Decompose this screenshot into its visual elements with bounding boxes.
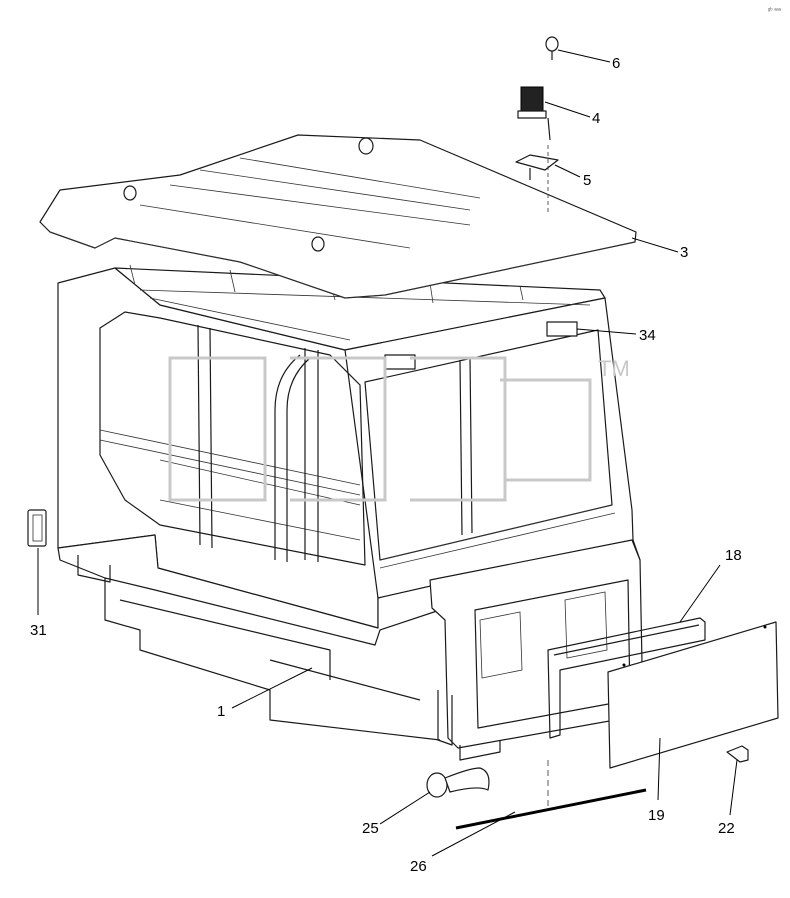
callout-22: 22 <box>718 820 735 837</box>
callout-34: 34 <box>639 327 656 344</box>
callout-4: 4 <box>592 110 600 127</box>
watermark-logo: TM <box>168 356 630 502</box>
callout-3: 3 <box>680 244 688 261</box>
corner-code: ᵍᵇ ᵃᵃᵃ <box>768 7 782 14</box>
rear-cover-plate <box>607 621 779 769</box>
callout-6: 6 <box>612 55 620 72</box>
callout-18: 18 <box>725 547 742 564</box>
leader-lines <box>37 49 738 857</box>
callout-25: 25 <box>362 820 379 837</box>
side-marker-lamp <box>27 509 47 547</box>
watermark-trademark: TM <box>598 356 630 381</box>
callout-1: 1 <box>217 703 225 720</box>
guard-frame <box>547 617 706 739</box>
horn <box>426 767 490 798</box>
seal-strip <box>455 788 647 830</box>
roof-cap <box>39 134 637 299</box>
callout-26: 26 <box>410 858 427 875</box>
callout-19: 19 <box>648 807 665 824</box>
lifting-eye-bolt <box>545 36 559 60</box>
work-light-34 <box>546 321 578 337</box>
cab-body <box>57 264 644 761</box>
callout-31: 31 <box>30 622 47 639</box>
latch-knob <box>726 745 749 763</box>
beacon-bracket <box>515 154 559 180</box>
beacon-lamp <box>517 86 551 141</box>
callout-5: 5 <box>583 172 591 189</box>
